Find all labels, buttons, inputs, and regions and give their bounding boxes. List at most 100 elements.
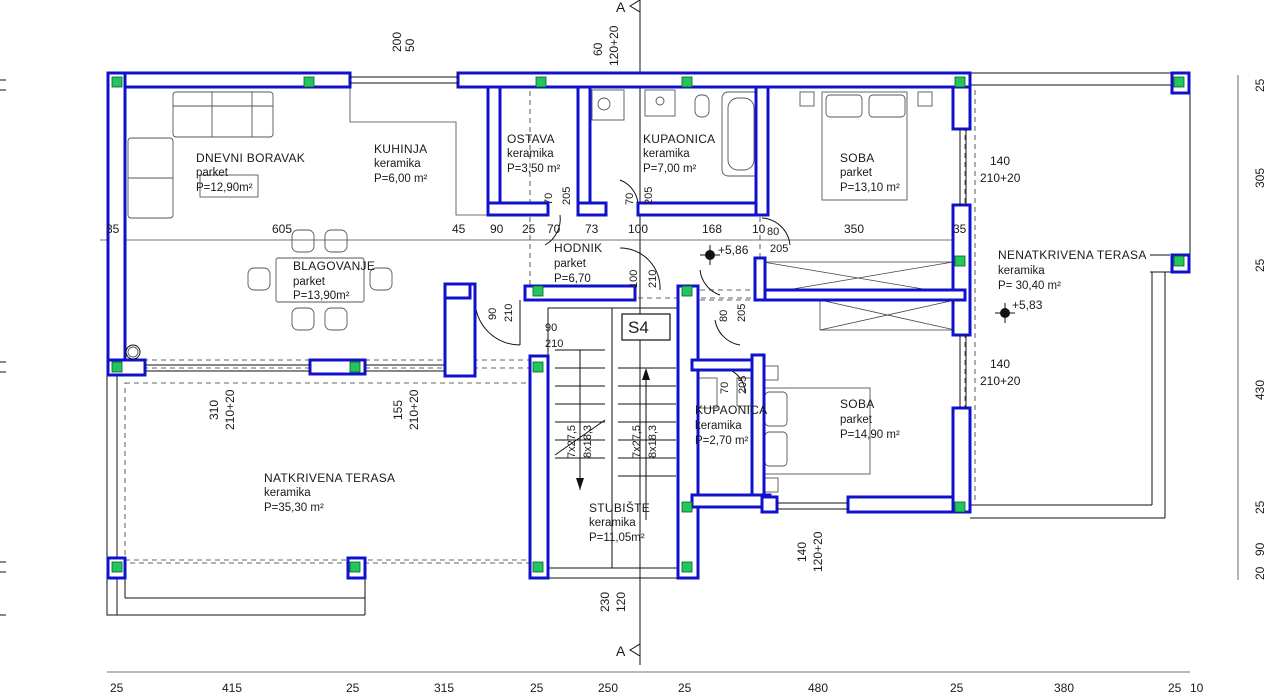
room-2-name: OSTAVA <box>507 132 555 146</box>
room-3-floor: keramika <box>643 148 690 160</box>
room-9-name: SOBA <box>840 397 875 411</box>
room-3-area: P=7,00 m² <box>643 163 697 175</box>
left-door-a1: 90 <box>487 308 499 320</box>
room-8-floor: keramika <box>695 420 742 432</box>
room-0-floor: parket <box>196 167 229 179</box>
ostava-door-a: 70 <box>543 193 555 205</box>
room-9-floor: parket <box>840 414 873 426</box>
room-10-name: NATKRIVENA TERASA <box>264 471 395 485</box>
room-5-area: P=13,90m² <box>293 290 350 302</box>
inner-dim-13: 35 <box>953 222 967 236</box>
right-dim-2: 25 <box>1253 258 1267 272</box>
top-window2-a: 60 <box>591 42 605 56</box>
soba2-win-b: 120+20 <box>811 531 825 572</box>
room-1-name: KUHINJA <box>374 142 427 156</box>
inner-dim-0: 35 <box>106 222 120 236</box>
right-dim-5: 90 <box>1253 542 1267 556</box>
inner-dim-2: 45 <box>452 222 466 236</box>
left-door-a2: 210 <box>503 304 515 322</box>
bottom-dim-11: 10 <box>1190 681 1204 695</box>
room-6-area: P=6,70 <box>554 273 591 285</box>
left-door-b2: 210 <box>545 338 563 350</box>
right-door-a2: 205 <box>736 304 748 322</box>
right-dim-3: 430 <box>1253 380 1267 400</box>
stairs-b1: 7x27,5 <box>631 425 643 458</box>
inner-dim-5: 70 <box>547 222 561 236</box>
room-0-area: P=12,90m² <box>196 182 253 194</box>
room-8-area: P=2,70 m² <box>695 435 749 447</box>
inner-dim-11: 205 <box>770 243 788 255</box>
inner-dim-10: 80 <box>767 226 779 238</box>
stairs-a2: 8x18,3 <box>582 425 594 458</box>
bottom-win2-b: 210+20 <box>407 389 421 430</box>
thin-outlines <box>100 0 1191 665</box>
bottom-dim-4: 25 <box>530 681 544 695</box>
bottom-dim-8: 25 <box>950 681 964 695</box>
bottom-dim-5: 250 <box>598 681 618 695</box>
room-4-name: SOBA <box>840 151 875 165</box>
room-0-name: DNEVNI BORAVAK <box>196 151 305 165</box>
inner-dim-9: 10 <box>752 222 766 236</box>
room-5-name: BLAGOVANJE <box>293 259 375 273</box>
left-door-b1: 90 <box>545 322 557 334</box>
bottom-win2-a: 155 <box>391 400 405 420</box>
right-dim-4: 25 <box>1253 500 1267 514</box>
soba-win1-a: 140 <box>990 154 1010 168</box>
opening-labels: 200 50 60 120+20 70 205 70 205 100 210 9… <box>207 25 1021 612</box>
bottom-win1-b: 210+20 <box>223 389 237 430</box>
inner-dim-4: 25 <box>522 222 536 236</box>
walls <box>106 71 1191 580</box>
stair-tag: S4 <box>628 318 649 337</box>
top-window-a: 200 <box>390 32 404 52</box>
stair-bottom-b: 120 <box>614 592 628 612</box>
room-7-area: P= 30,40 m² <box>998 280 1061 292</box>
bath2-door-a: 70 <box>719 382 731 394</box>
bottom-dim-0: 25 <box>110 681 124 695</box>
bottom-dim-9: 380 <box>1054 681 1074 695</box>
inner-dim-12: 350 <box>844 222 864 236</box>
level-2: +5,83 <box>1012 298 1043 312</box>
bath2-door-b: 205 <box>737 376 749 394</box>
right-dim-0: 25 <box>1253 78 1267 92</box>
bottom-dim-7: 480 <box>808 681 828 695</box>
room-1-floor: keramika <box>374 158 421 170</box>
top-window2-b: 120+20 <box>607 25 621 66</box>
bottom-dim-2: 25 <box>346 681 360 695</box>
room-11-area: P=11,05m² <box>589 532 645 544</box>
bottom-win1-a: 310 <box>207 400 221 420</box>
room-10-area: P=35,30 m² <box>264 502 324 514</box>
kup-door-b: 205 <box>643 187 655 205</box>
room-8-name: KUPAONICA <box>695 403 768 417</box>
inner-dimensions: 35 605 45 90 25 70 73 100 168 10 80 205 … <box>106 222 967 255</box>
room-11-floor: keramika <box>589 517 636 529</box>
stairs-b2: 8x18,3 <box>647 425 659 458</box>
right-dimensions: 25 305 25 430 25 90 20 <box>1237 75 1267 580</box>
room-labels: DNEVNI BORAVAK parket P=12,90m² KUHINJA … <box>196 132 1146 544</box>
bottom-dim-6: 25 <box>678 681 692 695</box>
right-dim-6: 20 <box>1253 566 1267 580</box>
door-swings <box>474 179 791 393</box>
soba-win2-a: 140 <box>990 357 1010 371</box>
bottom-dimensions: 25 415 25 315 25 250 25 480 25 380 25 10 <box>107 671 1204 695</box>
inner-dim-6: 73 <box>585 222 599 236</box>
stairs <box>547 307 679 569</box>
room-6-name: HODNIK <box>554 241 602 255</box>
room-2-floor: keramika <box>507 148 554 160</box>
room-11-name: STUBIŠTE <box>589 500 650 515</box>
stairs-a1: 7x27,5 <box>566 425 578 458</box>
right-dim-1: 305 <box>1253 168 1267 188</box>
level-1: +5,86 <box>718 243 749 257</box>
bottom-dim-10: 25 <box>1168 681 1182 695</box>
level-markers <box>125 245 1015 360</box>
room-10-floor: keramika <box>264 487 311 499</box>
section-mark-top: A <box>616 0 626 15</box>
room-6-floor: parket <box>554 258 587 270</box>
columns <box>111 76 1185 573</box>
room-2-area: P=3,50 m² <box>507 163 561 175</box>
soba-win2-b: 210+20 <box>980 374 1021 388</box>
section-mark-bottom: A <box>616 643 626 659</box>
ostava-door-b: 205 <box>561 187 573 205</box>
inner-dim-8: 168 <box>702 222 722 236</box>
room-4-area: P=13,10 m² <box>840 182 900 194</box>
room-3-name: KUPAONICA <box>643 132 716 146</box>
